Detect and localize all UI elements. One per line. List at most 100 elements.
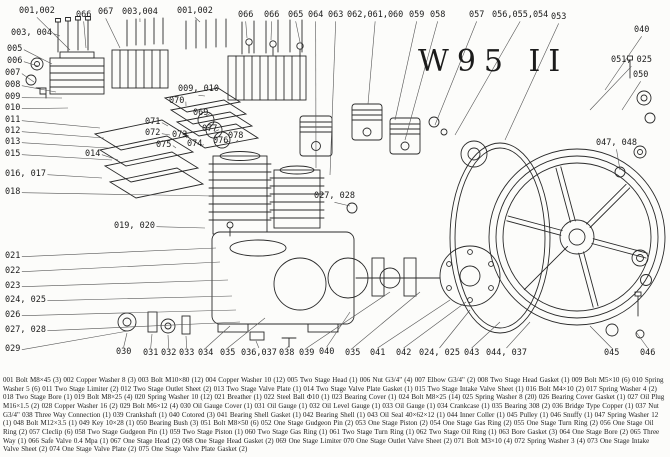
part-callout: 062,061,060 (347, 10, 404, 20)
part-entry: 038 Three Way Connection (1) (22, 410, 111, 419)
part-entry: 025 Spring Washer 8 (20) (462, 393, 537, 402)
part-entry: 064 One Stage Bore (2) (559, 428, 628, 437)
part-callout: 034 (198, 348, 214, 358)
part-entry: 052 One Stage Gudgeon Pin (2) (260, 419, 354, 428)
part-entry: 014 Two Stage Valve Plate Gasket (1) (303, 384, 413, 393)
part-entry: 003 Bolt M10×80 (12) (138, 376, 204, 384)
part-callout: 077 (202, 124, 218, 134)
part-entry: 007 Elbow G3/4" (2) (414, 376, 476, 384)
part-entry: 002 Copper Washer 8 (3) (63, 376, 136, 384)
part-entry: 066 Safe Valve 0.4 Mpa (1) (28, 436, 109, 445)
small-parts-right (605, 55, 656, 339)
part-callout: 075 (156, 140, 172, 150)
part-entry: 040 Cotored (3) (169, 410, 215, 419)
part-entry: 020 Spring Washer 10 (12) (134, 393, 213, 402)
part-callout: 012 (5, 126, 21, 136)
part-entry: 004 Copper Washer 10 (12) (205, 376, 285, 384)
cylinder-bores (208, 151, 325, 235)
part-entry: 006 Nut G3/4" (4) (359, 376, 413, 384)
head-bolts-center (241, 19, 303, 55)
part-entry: 030 Oil Gauge Cover (1) (180, 402, 253, 411)
part-entry: 011 Two Stage Limiter (2) (42, 384, 119, 393)
part-entry: 072 Spring Washer 3 (4) (514, 436, 585, 445)
part-callout: 022 (5, 266, 21, 276)
part-callout: 015 (5, 149, 21, 159)
part-callout: 024, 025 (419, 348, 460, 358)
cylinder-heads (49, 49, 307, 101)
part-entry: 010 Spring Washer 5 (6) (3, 376, 664, 393)
safety-valves (245, 38, 304, 57)
part-callout: 013 (5, 137, 21, 147)
part-callout: 036,037 (241, 348, 277, 358)
part-callout: 064 (308, 10, 324, 20)
part-callout: 001,002 (177, 6, 213, 16)
part-entry: 032 Oil Level Gauge (1) (309, 402, 381, 411)
part-entry: 068 One Stage Head Gasket (2) (182, 436, 274, 445)
part-callout: 044, 037 (486, 348, 527, 358)
part-entry: 015 Two Stage Intake Valve Sheet (1) (414, 384, 524, 393)
part-callout: 066 (76, 10, 92, 20)
part-callout: 008 (5, 80, 21, 90)
part-callout: 011 (5, 115, 21, 125)
part-callout: 040 (319, 347, 335, 357)
part-entry: 017 Spring Washer 4 (2) (586, 384, 657, 393)
part-entry: 022 Steel Ball Φ10 (1) (264, 393, 330, 402)
part-entry: 018 Two Stage Bore (1) (3, 393, 73, 402)
part-entry: 058 Two Stage Gudgeon Pin (1) (74, 428, 168, 437)
part-callout: 033 (179, 348, 195, 358)
part-callout: 018 (5, 187, 21, 197)
part-callout: 065 (288, 10, 304, 20)
part-entry: 013 Two Stage Valve Plate (1) (213, 384, 302, 393)
part-entry: 024 Bolt M8×25 (14) (398, 393, 461, 402)
part-callout: 059 (409, 10, 425, 20)
part-entry: 021 Breather (1) (214, 393, 262, 402)
part-callout: 046 (640, 348, 656, 358)
part-callout: 031 (143, 348, 159, 358)
part-entry: 043 Oil Seal 40×62×12 (1) (367, 410, 445, 419)
part-entry: 057 Cleclip (6) (29, 428, 73, 437)
part-entry: 037 Nut G3/4" (3, 402, 659, 419)
part-entry: 050 Bearing Bush (3) (136, 419, 199, 428)
part-callout: 073 (172, 130, 188, 140)
part-entry: 031 Oil Gauge (1) (254, 402, 308, 411)
part-callout: 003,004 (122, 7, 158, 17)
part-entry: 035 Bearing 308 (2) (491, 402, 550, 411)
part-callout: 030 (116, 347, 132, 357)
parts-list: 001 Bolt M8×45 (3) 002 Copper Washer 8 (… (3, 376, 667, 454)
part-entry: 028 Copper Washer 16 (2) (41, 402, 118, 411)
part-entry: 023 Bearing Cover (1) (331, 393, 397, 402)
part-callout: 067 (98, 7, 114, 17)
part-callout: 035 (345, 348, 361, 358)
part-entry: 051 Bolt M8×50 (6) (200, 419, 259, 428)
part-entry: 053 One Stage Piston (2) (355, 419, 428, 428)
part-callout: 043 (464, 348, 480, 358)
part-callout: 007 (5, 68, 21, 78)
part-callout: 074 (187, 139, 203, 149)
part-callout: 069 (193, 108, 209, 118)
part-entry: 044 Inner Coller (1) (447, 410, 505, 419)
part-entry: 070 One Stage Outlet Valve Sheet (2) (343, 436, 452, 445)
part-callout: 051, 025 (611, 55, 652, 65)
part-callout: 063 (328, 10, 344, 20)
part-callout: 009 (5, 92, 21, 102)
part-entry: 046 Snuffy (1) (550, 410, 593, 419)
part-entry: 042 Bearing Shell (1) (303, 410, 365, 419)
part-callout: 027, 028 (314, 191, 355, 201)
part-entry: 055 One Stage Turn Ring (2) (513, 419, 598, 428)
part-entry: 033 Oil Gauge (1) (382, 402, 436, 411)
part-callout: 071 (145, 117, 161, 127)
part-callout: 041 (370, 348, 386, 358)
part-callout: 066 (238, 10, 254, 20)
part-callout: 057 (469, 10, 485, 20)
part-entry: 062 Two Stage Oil Ring (1) (416, 428, 497, 437)
part-callout: 016, 017 (5, 169, 46, 179)
part-callout: 050 (633, 70, 649, 80)
part-entry: 074 One Stage Valve Plate (2) (49, 445, 137, 454)
part-entry: 019 Bolt M8×25 (4) (74, 393, 133, 402)
part-callout: 001,002 (19, 6, 55, 16)
part-entry: 047 Spring Washer 12 (1) (3, 410, 659, 428)
part-callout: 005 (7, 44, 23, 54)
part-entry: 054 One Stage Gas Ring (2) (430, 419, 512, 428)
part-entry: 056 One Stage Oil Ring (2) (3, 419, 654, 437)
part-entry: 009 Bolt M5×10 (6) (571, 376, 630, 384)
